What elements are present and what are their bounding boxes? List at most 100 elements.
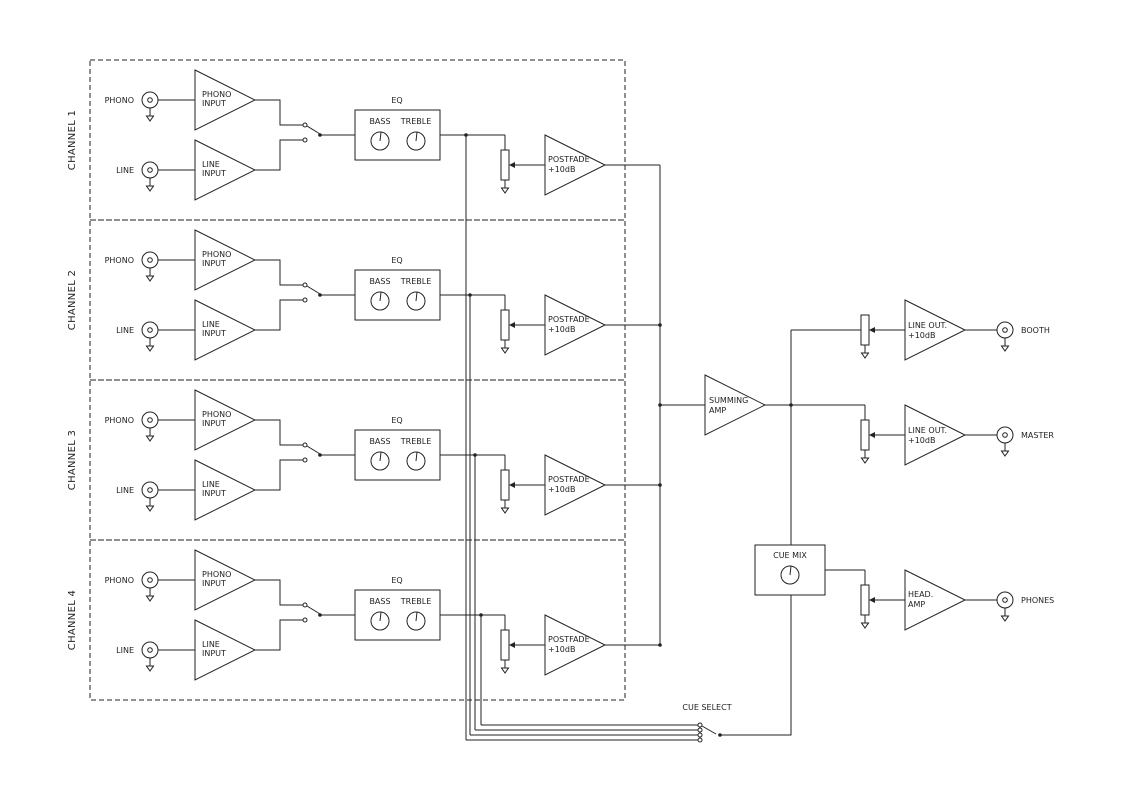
switch-contact — [697, 727, 703, 733]
knob-pointer — [379, 291, 382, 302]
fader-wiper-arrow — [509, 162, 515, 168]
ground-triangle — [1000, 450, 1010, 457]
ground-triangle — [860, 622, 870, 629]
booth-jack — [996, 321, 1014, 352]
eq-title: EQ — [391, 576, 402, 585]
phono-amp-label: PHONO — [202, 90, 231, 99]
knob-body — [406, 291, 426, 311]
line-out-label: LINE OUT. — [908, 426, 947, 435]
knob-pointer — [415, 611, 418, 622]
summing-amp — [704, 374, 767, 436]
ground-symbol — [500, 660, 510, 674]
phones-jack — [996, 591, 1014, 622]
channel-strip-3: CHANNEL 3PHONOLINEPHONOINPUTLINEINPUTEQB… — [67, 379, 662, 730]
ground-triangle — [500, 347, 510, 354]
postfade-label: +10dB — [548, 325, 575, 334]
line-out-label: +10dB — [908, 436, 935, 445]
jack-inner — [147, 647, 153, 653]
phono-amp-label: INPUT — [202, 579, 226, 588]
phono-input-amp — [194, 549, 257, 611]
jack-outer — [141, 641, 159, 659]
bass-knob — [370, 131, 390, 151]
line-jack — [141, 641, 159, 672]
line-jack — [141, 481, 159, 512]
ground-symbol — [145, 498, 155, 512]
ground-triangle — [145, 115, 155, 122]
phono-input-amp — [194, 229, 257, 291]
switch-contact — [302, 122, 308, 128]
line-amp-label: LINE — [202, 320, 220, 329]
jack-inner — [1002, 432, 1008, 438]
knob-pointer — [789, 565, 792, 576]
head-amp-label: HEAD. — [908, 590, 933, 599]
ground-symbol — [145, 268, 155, 282]
ground-triangle — [145, 345, 155, 352]
channel-label: CHANNEL 4 — [67, 590, 78, 650]
jack-outer — [141, 321, 159, 339]
phones-label: PHONES — [1021, 596, 1054, 605]
treble-knob — [406, 131, 426, 151]
line-label: LINE — [116, 646, 134, 655]
fader-body — [860, 584, 870, 616]
jack-inner — [147, 417, 153, 423]
postfade-label: POSTFADE — [548, 475, 590, 484]
switch-contact — [302, 602, 308, 608]
knob-pointer — [379, 611, 382, 622]
phono-label: PHONO — [105, 416, 134, 425]
knob-body — [406, 131, 426, 151]
jack-outer — [141, 411, 159, 429]
treble-label: TREBLE — [400, 117, 432, 126]
ground-triangle — [145, 275, 155, 282]
jack-inner — [147, 327, 153, 333]
ground-triangle — [145, 595, 155, 602]
switch-blade — [306, 605, 321, 615]
phono-jack — [141, 411, 159, 442]
ground-triangle — [1000, 615, 1010, 622]
channel-strip-1: CHANNEL 1PHONOLINEPHONOINPUTLINEINPUTEQB… — [67, 59, 660, 740]
switch-contact — [697, 737, 703, 743]
postfade-label: +10dB — [548, 485, 575, 494]
bass-knob — [370, 291, 390, 311]
channel-label: CHANNEL 1 — [67, 110, 78, 170]
bass-label: BASS — [369, 597, 390, 606]
jack-outer — [996, 591, 1014, 609]
channel-fader — [500, 629, 510, 674]
ground-triangle — [500, 507, 510, 514]
line-label: LINE — [116, 326, 134, 335]
summing-amp-label: AMP — [709, 406, 726, 415]
booth-level-fader — [860, 314, 870, 359]
knob-pointer — [379, 131, 382, 142]
channel-label: CHANNEL 3 — [67, 430, 78, 490]
switch-contact — [302, 282, 308, 288]
master-line-out-amp — [904, 404, 967, 466]
cue-select-label: CUE SELECT — [682, 703, 731, 712]
line-amp-label: INPUT — [202, 489, 226, 498]
eq-title: EQ — [391, 256, 402, 265]
bass-label: BASS — [369, 117, 390, 126]
postfade-label: POSTFADE — [548, 635, 590, 644]
fader-wiper-arrow — [509, 322, 515, 328]
ground-triangle — [500, 187, 510, 194]
fader-wiper-arrow — [509, 482, 515, 488]
fader-wiper-arrow — [869, 597, 875, 603]
switch-contact — [302, 297, 308, 303]
channel-fader — [500, 149, 510, 194]
ground-triangle — [860, 457, 870, 464]
booth-line-out-amp — [904, 299, 967, 361]
line-amp-label: INPUT — [202, 329, 226, 338]
wire — [255, 619, 303, 651]
jack-outer — [141, 571, 159, 589]
ground-triangle — [145, 665, 155, 672]
jack-outer — [141, 251, 159, 269]
wire — [255, 299, 303, 331]
fader-body — [860, 314, 870, 346]
channel-label: CHANNEL 2 — [67, 270, 78, 330]
jack-inner — [1002, 597, 1008, 603]
fader-body — [860, 419, 870, 451]
ground-triangle — [1000, 345, 1010, 352]
ground-symbol — [145, 588, 155, 602]
wire — [255, 579, 303, 606]
phono-amp-label: INPUT — [202, 99, 226, 108]
ground-symbol — [1000, 608, 1010, 622]
wire — [255, 419, 303, 446]
